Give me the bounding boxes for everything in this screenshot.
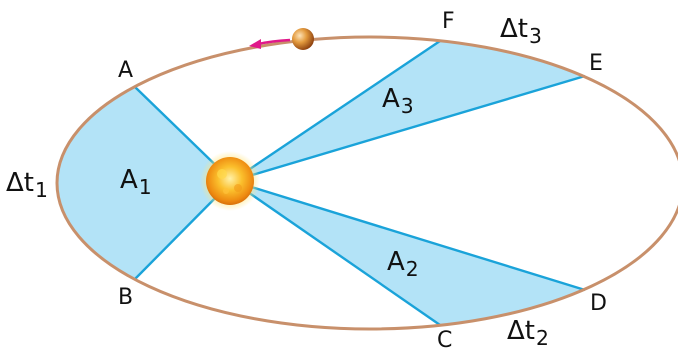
area-label-a2-base: A xyxy=(387,247,405,277)
interval-label-dt3: Δt3 xyxy=(500,14,542,47)
area-label-a1-base: A xyxy=(120,165,138,195)
point-label-b: B xyxy=(118,285,134,310)
area-label-a1-sub: 1 xyxy=(138,175,152,200)
interval-label-dt1: Δt1 xyxy=(6,168,48,201)
interval-label-dt1-base: Δt xyxy=(6,168,34,198)
swept-area-a1 xyxy=(57,87,233,279)
area-label-a2-sub: 2 xyxy=(405,257,419,282)
swept-area-a2 xyxy=(232,181,585,325)
interval-label-dt2: Δt2 xyxy=(507,316,549,349)
swept-area-a3 xyxy=(232,41,585,181)
point-label-f: F xyxy=(442,9,455,34)
area-label-a3-base: A xyxy=(382,84,400,114)
point-label-d: D xyxy=(590,291,607,316)
interval-label-dt2-sub: 2 xyxy=(535,326,549,351)
area-label-a3-sub: 3 xyxy=(400,94,414,119)
point-label-c: C xyxy=(437,328,453,353)
interval-label-dt3-sub: 3 xyxy=(528,24,542,49)
planet-icon xyxy=(292,28,314,50)
radius-line-c xyxy=(231,180,441,326)
area-label-a2: A2 xyxy=(387,247,419,280)
point-label-a: A xyxy=(118,58,134,83)
radius-line-e xyxy=(231,74,586,183)
motion-arrow-icon xyxy=(249,38,291,49)
area-label-a1: A1 xyxy=(120,165,152,198)
radius-line-f xyxy=(231,40,441,182)
area-label-a3: A3 xyxy=(382,84,414,117)
interval-label-dt2-base: Δt xyxy=(507,316,535,346)
interval-label-dt3-base: Δt xyxy=(500,14,528,44)
orbit-ellipse xyxy=(55,35,678,331)
radius-line-d xyxy=(231,179,586,292)
sun-icon xyxy=(200,151,260,211)
point-label-e: E xyxy=(589,51,603,76)
interval-label-dt1-sub: 1 xyxy=(34,178,48,203)
